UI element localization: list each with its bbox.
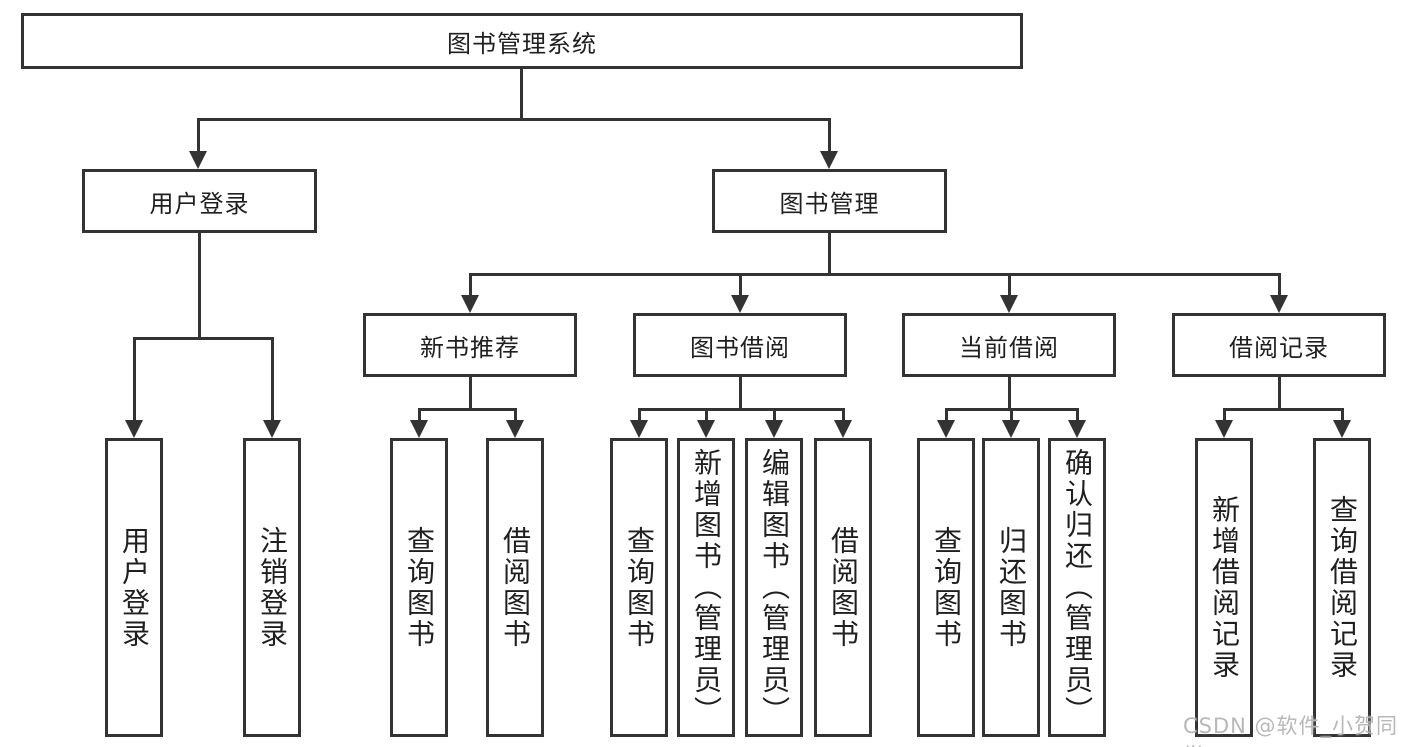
leaf-recommend-borrow-books-label: 借阅图书 — [499, 525, 532, 650]
connector-current-leaf2-shaft — [1010, 408, 1013, 422]
node-book-borrowing: 图书借阅 — [633, 313, 847, 377]
leaf-current-confirm-return-admin-label: 确认归还（管理员） — [1061, 448, 1094, 727]
leaf-borrowing-query-books: 查询图书 — [610, 438, 668, 737]
connector-records-stem — [1278, 377, 1281, 408]
connector-borrowing-leaf2-shaft — [705, 408, 708, 422]
connector-recommend-leaf1-shaft — [418, 408, 421, 422]
connector-root-to-user-login-shaft — [197, 118, 200, 152]
arrow-borrowing-leaf4-icon — [834, 420, 852, 438]
connector-borrowing-crossbar — [639, 408, 844, 411]
node-user-login-group: 用户登录 — [82, 169, 317, 233]
node-root-system: 图书管理系统 — [21, 13, 1023, 69]
connector-borrowing-stem — [739, 377, 742, 408]
leaf-current-query-books: 查询图书 — [917, 438, 975, 737]
arrow-to-user-login-icon — [189, 151, 207, 169]
leaf-borrowing-edit-books-admin: 编辑图书（管理员） — [745, 438, 803, 737]
arrow-borrowing-leaf3-icon — [765, 420, 783, 438]
arrow-recommend-leaf1-icon — [410, 420, 428, 438]
node-user-login-label: 用户登录 — [149, 189, 250, 218]
leaf-current-return-books-label: 归还图书 — [995, 525, 1028, 650]
arrow-records-leaf1-icon — [1215, 420, 1233, 438]
connector-user-login-stem — [198, 233, 201, 337]
arrow-to-new-book-recommend-icon — [461, 295, 479, 313]
arrow-to-current-borrowing-icon — [1000, 295, 1018, 313]
node-borrowing-records: 借阅记录 — [1172, 313, 1386, 377]
connector-to-leaf-user-login-shaft — [133, 337, 136, 421]
arrow-current-leaf2-icon — [1002, 420, 1020, 438]
connector-recommend-crossbar — [419, 408, 516, 411]
csdn-watermark: CSDN @软件_小贺同学 — [1183, 714, 1399, 747]
leaf-recommend-borrow-books: 借阅图书 — [486, 438, 544, 737]
connector-borrowing-leaf3-shaft — [773, 408, 776, 422]
leaf-recommend-query-books: 查询图书 — [390, 438, 448, 737]
node-current-borrowing-label: 当前借阅 — [959, 333, 1059, 362]
arrow-borrowing-leaf2-icon — [697, 420, 715, 438]
arrow-borrowing-leaf1-icon — [630, 420, 648, 438]
leaf-borrowing-edit-books-admin-label: 编辑图书（管理员） — [758, 448, 791, 727]
node-book-borrowing-label: 图书借阅 — [690, 333, 790, 362]
connector-borrowing-leaf1-shaft — [638, 408, 641, 422]
connector-to-current-borrowing-shaft — [1008, 273, 1011, 297]
connector-recommend-stem — [469, 377, 472, 408]
connector-current-leaf1-shaft — [945, 408, 948, 422]
leaf-current-query-books-label: 查询图书 — [930, 525, 963, 650]
node-new-book-recommend-label: 新书推荐 — [420, 333, 520, 362]
leaf-records-add-record: 新增借阅记录 — [1195, 438, 1253, 737]
leaf-borrowing-borrow-books-label: 借阅图书 — [827, 525, 860, 650]
connector-root-stem — [520, 69, 523, 118]
connector-recommend-leaf2-shaft — [514, 408, 517, 422]
connector-borrowing-leaf4-shaft — [842, 408, 845, 422]
connector-to-new-book-recommend-shaft — [469, 273, 472, 297]
node-book-management-group: 图书管理 — [712, 169, 947, 233]
leaf-user-login-label: 用户登录 — [118, 525, 151, 650]
connector-book-management-crossbar — [470, 273, 1281, 276]
connector-root-crossbar — [197, 118, 831, 121]
arrow-to-leaf-user-login-icon — [125, 420, 143, 438]
leaf-borrowing-add-books-admin: 新增图书（管理员） — [677, 438, 735, 737]
node-current-borrowing: 当前借阅 — [902, 313, 1116, 377]
leaf-records-query-record-label: 查询借阅记录 — [1326, 494, 1359, 681]
leaf-borrowing-borrow-books: 借阅图书 — [814, 438, 872, 737]
leaf-current-return-books: 归还图书 — [982, 438, 1040, 737]
connector-current-stem — [1008, 377, 1011, 408]
arrow-current-leaf3-icon — [1068, 420, 1086, 438]
leaf-logout: 注销登录 — [243, 438, 301, 737]
arrow-to-leaf-logout-icon — [263, 420, 281, 438]
node-borrowing-records-label: 借阅记录 — [1229, 333, 1329, 362]
connector-to-book-borrowing-shaft — [739, 273, 742, 297]
node-root-label: 图书管理系统 — [447, 29, 597, 58]
connector-records-leaf2-shaft — [1341, 408, 1344, 422]
leaf-borrowing-query-books-label: 查询图书 — [623, 525, 656, 650]
arrow-to-book-borrowing-icon — [731, 295, 749, 313]
connector-root-to-book-management-shaft — [828, 118, 831, 152]
arrow-current-leaf1-icon — [937, 420, 955, 438]
connector-to-leaf-logout-shaft — [271, 337, 274, 421]
leaf-current-confirm-return-admin: 确认归还（管理员） — [1048, 438, 1106, 737]
node-book-management-label: 图书管理 — [779, 189, 880, 218]
arrow-recommend-leaf2-icon — [506, 420, 524, 438]
arrow-to-book-management-icon — [820, 151, 838, 169]
connector-to-borrowing-records-shaft — [1278, 273, 1281, 297]
connector-user-login-crossbar — [134, 337, 274, 340]
leaf-borrowing-add-books-admin-label: 新增图书（管理员） — [690, 448, 723, 727]
leaf-records-add-record-label: 新增借阅记录 — [1208, 494, 1241, 681]
connector-book-management-stem — [828, 233, 831, 273]
connector-current-leaf3-shaft — [1076, 408, 1079, 422]
arrow-to-borrowing-records-icon — [1270, 295, 1288, 313]
leaf-user-login: 用户登录 — [105, 438, 163, 737]
leaf-recommend-query-books-label: 查询图书 — [403, 525, 436, 650]
arrow-records-leaf2-icon — [1333, 420, 1351, 438]
leaf-records-query-record: 查询借阅记录 — [1313, 438, 1371, 737]
leaf-logout-label: 注销登录 — [256, 525, 289, 650]
node-new-book-recommend: 新书推荐 — [363, 313, 577, 377]
connector-records-crossbar — [1224, 408, 1343, 411]
connector-records-leaf1-shaft — [1223, 408, 1226, 422]
